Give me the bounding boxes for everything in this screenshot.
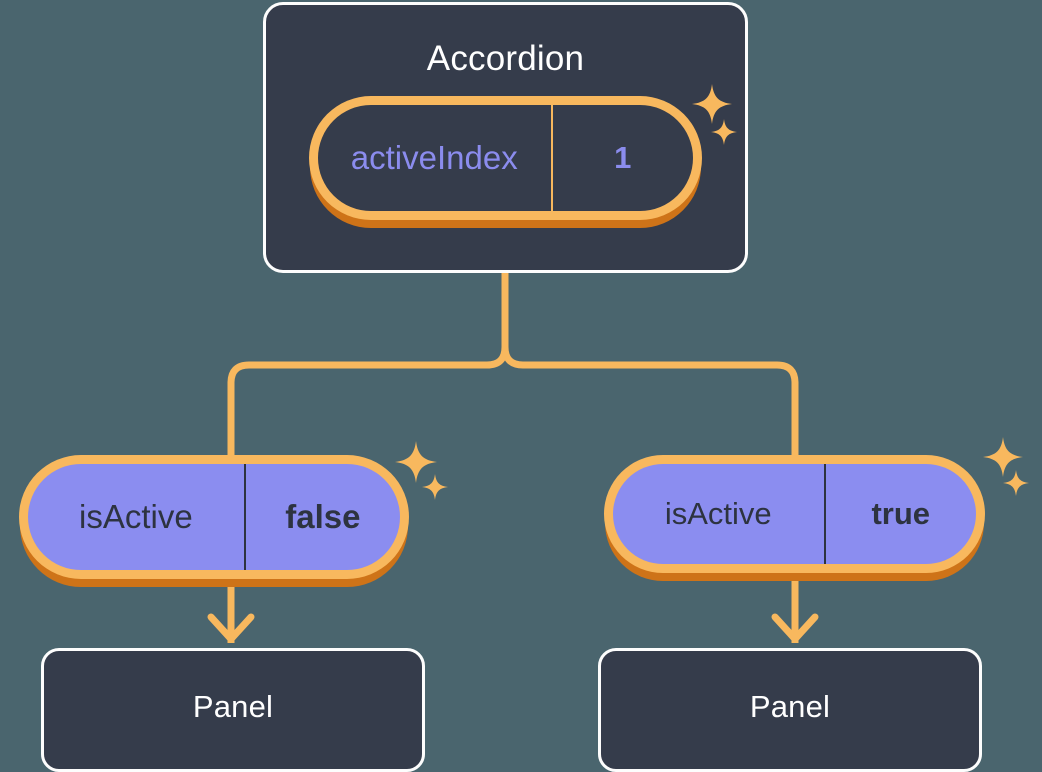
panel-title-left: Panel bbox=[192, 689, 274, 724]
state-pill-inner: isActive false bbox=[28, 464, 400, 570]
state-value-isactive-left: false bbox=[243, 464, 400, 570]
panel-component-card-left[interactable]: Panel bbox=[41, 648, 425, 772]
state-pill-inner: isActive true bbox=[613, 464, 976, 564]
state-key-isactive-left: isActive bbox=[79, 498, 193, 535]
wire-trunk-split-right bbox=[501, 269, 799, 459]
state-pill-activeindex[interactable]: activeIndex 1 bbox=[309, 96, 702, 220]
state-pill-inner: activeIndex 1 bbox=[318, 105, 693, 211]
wire-trunk-split bbox=[227, 269, 509, 459]
panel-component-card-right[interactable]: Panel bbox=[598, 648, 982, 772]
state-pill-isactive-right[interactable]: isActive true bbox=[604, 455, 985, 573]
state-key-isactive-right: isActive bbox=[664, 496, 772, 531]
arrow-down-icon-left bbox=[207, 613, 255, 643]
state-value-activeindex: 1 bbox=[550, 105, 694, 211]
state-value-isactive-right: true bbox=[823, 464, 976, 564]
arrow-down-icon-right bbox=[771, 613, 819, 643]
state-pill-isactive-left[interactable]: isActive false bbox=[19, 455, 409, 579]
sparkle-icon bbox=[1003, 470, 1029, 496]
sparkle-icon bbox=[983, 437, 1023, 477]
panel-title-right: Panel bbox=[749, 689, 831, 724]
accordion-title: Accordion bbox=[426, 39, 585, 78]
state-key-activeindex: activeIndex bbox=[350, 139, 518, 176]
sparkle-icon bbox=[422, 474, 448, 500]
sparkle-icon bbox=[395, 441, 437, 483]
